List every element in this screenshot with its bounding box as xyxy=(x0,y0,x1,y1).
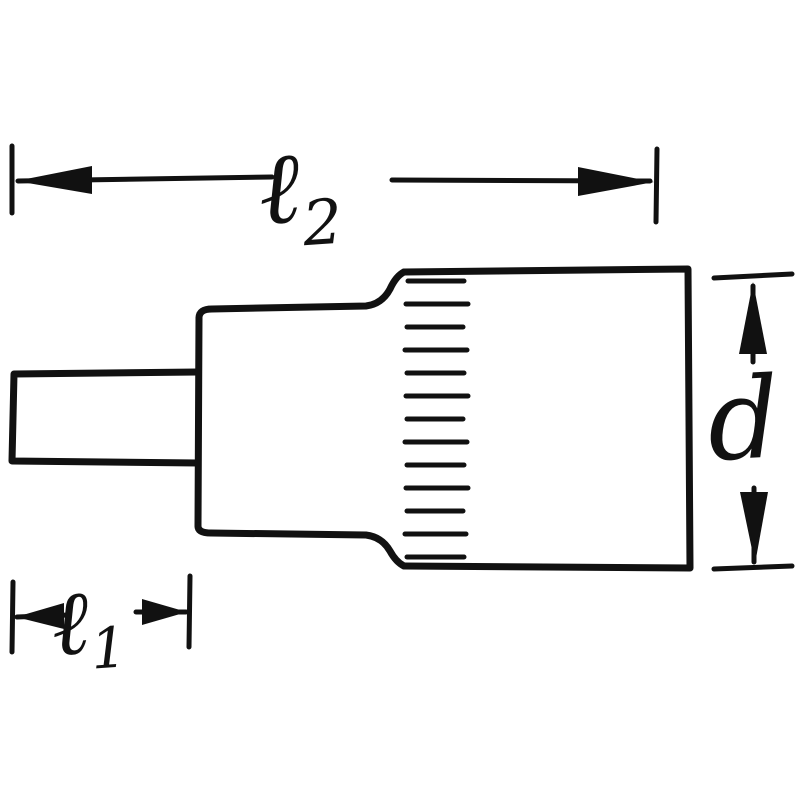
dimension-l1: ℓ1 xyxy=(9,567,193,685)
extension-line-top xyxy=(711,271,795,281)
collar-outline-top xyxy=(195,268,408,322)
arrowhead-up-icon xyxy=(739,282,767,354)
arrowhead-right-icon xyxy=(578,167,654,196)
dimension-label-l1: ℓ1 xyxy=(48,567,129,685)
extension-line-bottom xyxy=(711,563,795,572)
collar-outline-bottom xyxy=(194,522,408,570)
dimension-d: d xyxy=(704,271,795,572)
extension-line-left xyxy=(9,579,16,655)
dimension-label-d: d xyxy=(704,353,782,487)
arrowhead-left-icon xyxy=(16,603,64,629)
socket-sleeve-outline xyxy=(400,265,694,572)
arrowhead-down-icon xyxy=(740,492,768,564)
arrowhead-right-icon xyxy=(142,599,187,625)
socket-body xyxy=(8,265,694,572)
hex-shank-outline xyxy=(8,368,202,467)
extension-line-right xyxy=(653,146,660,225)
collar-left-edge xyxy=(194,314,203,530)
extension-line-right xyxy=(186,573,193,650)
arrowhead-left-icon xyxy=(16,166,92,194)
dimension-label-l2: ℓ2 xyxy=(255,126,345,263)
knurl-lines xyxy=(402,278,471,560)
dimension-l2: ℓ2 xyxy=(9,126,660,263)
